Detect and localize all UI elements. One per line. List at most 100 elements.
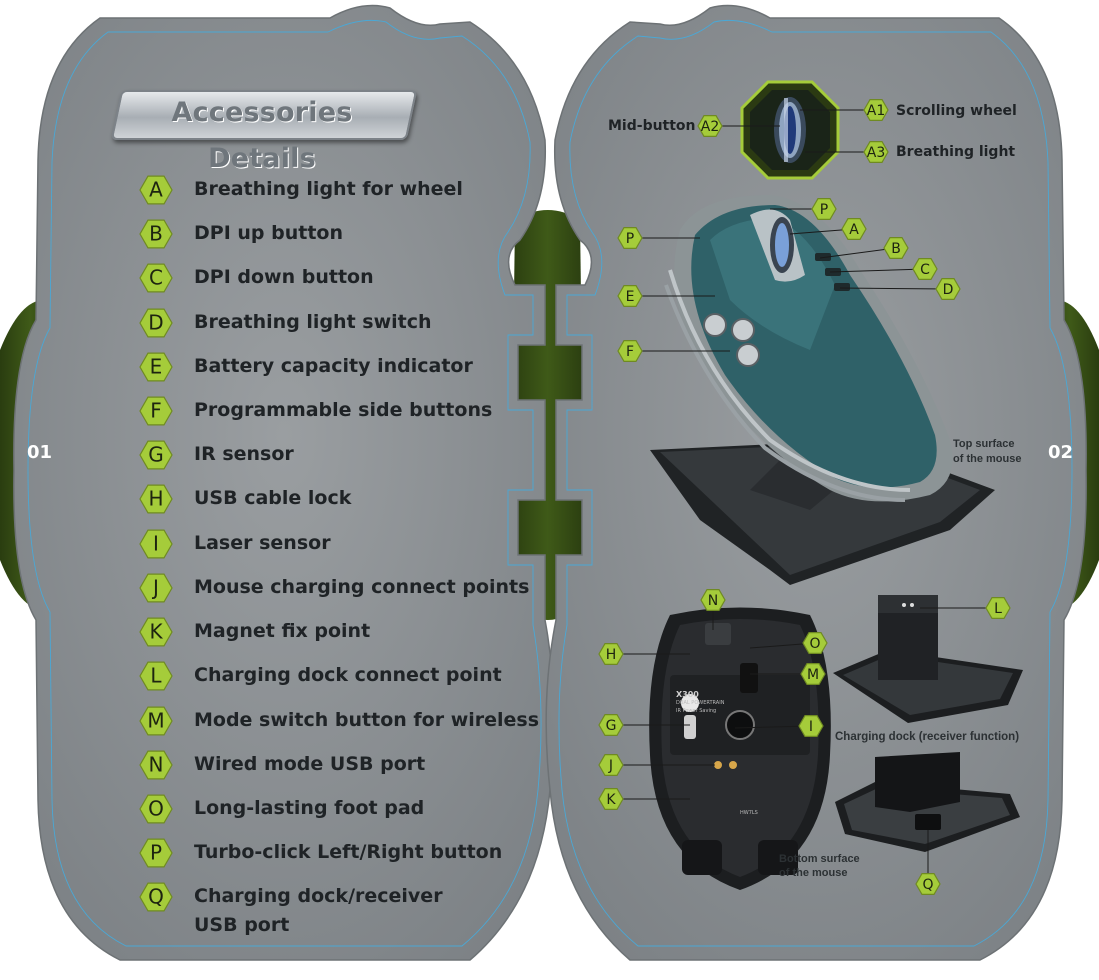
callout-o-badge-letter: O xyxy=(809,636,820,652)
hex-badge-icon: M xyxy=(139,706,173,736)
accessory-label: Laser sensor xyxy=(194,532,331,554)
hex-badge-icon-letter: P xyxy=(150,841,162,865)
callout-m-badge-letter: M xyxy=(807,667,819,683)
callout-p-badge-letter: P xyxy=(820,202,828,218)
accessory-row-h: H USB cable lock xyxy=(138,481,538,515)
accessory-row-e: E Battery capacity indicator xyxy=(138,349,538,383)
accessory-label: Breathing light switch xyxy=(194,311,432,333)
page-number-right: 02 xyxy=(1048,442,1074,463)
callout-f-badge: F xyxy=(617,340,643,362)
page-number-left: 01 xyxy=(27,442,53,463)
accessory-label: IR sensor xyxy=(194,443,294,465)
hex-badge-icon: K xyxy=(139,617,173,647)
accessory-row-d: D Breathing light switch xyxy=(138,305,538,339)
hex-badge-icon: N xyxy=(139,750,173,780)
hex-badge-icon: C xyxy=(139,263,173,293)
hex-badge-icon: O xyxy=(139,794,173,824)
hex-badge-icon-letter: I xyxy=(153,532,159,556)
accessory-badge: G xyxy=(139,440,173,470)
callout-c-badge: C xyxy=(912,258,938,280)
hex-badge-icon-letter: N xyxy=(149,753,164,777)
callout-e-badge-letter: E xyxy=(626,289,635,305)
charging-dock-image xyxy=(833,595,1023,723)
hex-badge-icon: Q xyxy=(139,882,173,912)
hex-badge-icon: L xyxy=(139,661,173,691)
accessory-row-j: J Mouse charging connect points xyxy=(138,570,538,604)
callout-n-badge-letter: N xyxy=(708,593,718,609)
hex-badge-icon-letter: A xyxy=(149,178,163,202)
callout-j-badge-letter: J xyxy=(608,758,613,774)
bottom-surface-caption-2: of the mouse xyxy=(779,867,848,879)
accessory-row-q: Q Charging dock/receiver USB port xyxy=(138,879,538,936)
accessory-badge: I xyxy=(139,529,173,559)
leader-line-d xyxy=(839,287,949,290)
callout-c-badge-letter: C xyxy=(920,262,930,278)
callout-p-badge: P xyxy=(811,198,837,220)
hex-badge-icon-letter: E xyxy=(150,355,163,379)
accessory-row-a: A Breathing light for wheel xyxy=(138,172,538,206)
hex-badge-icon-letter: D xyxy=(148,311,163,335)
bottom-surface-caption-1: Bottom surface xyxy=(779,853,860,865)
accessory-label: Charging dock connect point xyxy=(194,664,502,686)
callout-i-badge-letter: I xyxy=(809,719,813,735)
accessory-label: Long-lasting foot pad xyxy=(194,797,425,819)
callout-h-badge: H xyxy=(598,642,624,666)
accessory-badge: N xyxy=(139,750,173,780)
hex-badge-icon: J xyxy=(139,573,173,603)
leader-line-b xyxy=(819,247,897,259)
hex-badge-icon-letter: K xyxy=(149,620,163,644)
accessory-badge: J xyxy=(139,573,173,603)
accessory-badge: E xyxy=(139,352,173,382)
hex-badge-icon-letter: M xyxy=(147,709,164,733)
leader-line-c xyxy=(829,268,926,273)
callout-g-badge-letter: G xyxy=(606,718,617,734)
callout-a3-badge-letter: A3 xyxy=(867,145,885,161)
hex-badge-icon-letter: G xyxy=(148,443,164,467)
hex-badge-icon: E xyxy=(139,352,173,382)
callout-q-badge-letter: Q xyxy=(922,877,933,893)
accessory-badge: Q xyxy=(139,882,173,912)
leader-line-i xyxy=(734,725,812,729)
accessory-label: Battery capacity indicator xyxy=(194,355,473,377)
callout-p-badge: P xyxy=(617,227,643,249)
accessory-badge: F xyxy=(139,396,173,426)
accessory-label: DPI down button xyxy=(194,266,374,288)
callout-j-badge: J xyxy=(598,753,624,777)
callout-a3-badge: A3 xyxy=(863,141,889,163)
callout-i-badge: I xyxy=(798,714,824,738)
callout-g-badge: G xyxy=(598,713,624,737)
callout-d-badge: D xyxy=(935,278,961,300)
hex-badge-icon-letter: L xyxy=(150,664,162,688)
hex-badge-icon: H xyxy=(139,484,173,514)
mouse-top-image xyxy=(650,195,995,585)
accessory-badge: C xyxy=(139,263,173,293)
accessory-label: Mode switch button for wireless xyxy=(194,709,540,731)
callout-a2-badge-letter: A2 xyxy=(701,119,719,135)
hex-badge-icon: P xyxy=(139,838,173,868)
accessory-row-g: G IR sensor xyxy=(138,437,538,471)
accessory-label: USB cable lock xyxy=(194,487,352,509)
callout-k-badge-letter: K xyxy=(606,792,616,808)
callout-b-badge-letter: B xyxy=(891,241,901,257)
accessory-label: Breathing light for wheel xyxy=(194,178,463,200)
accessory-badge: K xyxy=(139,617,173,647)
accessory-row-i: I Laser sensor xyxy=(138,526,538,560)
hex-badge-icon-letter: O xyxy=(148,797,164,821)
callout-l-badge-letter: L xyxy=(994,601,1002,617)
callout-a-badge: A xyxy=(841,218,867,240)
hex-badge-icon: G xyxy=(139,440,173,470)
accessory-row-o: O Long-lasting foot pad xyxy=(138,791,538,825)
accessory-label: Mouse charging connect points xyxy=(194,576,530,598)
callout-f-badge-letter: F xyxy=(626,344,634,360)
hex-badge-icon: D xyxy=(139,308,173,338)
mouse-code-print: HW7LS xyxy=(740,810,758,816)
callout-h-badge-letter: H xyxy=(606,647,617,663)
accessory-label: DPI up button xyxy=(194,222,343,244)
accessory-label: Charging dock/receiver USB port xyxy=(194,885,443,936)
receiver-dock-image xyxy=(835,752,1020,852)
mouse-bottom-image xyxy=(649,607,831,890)
